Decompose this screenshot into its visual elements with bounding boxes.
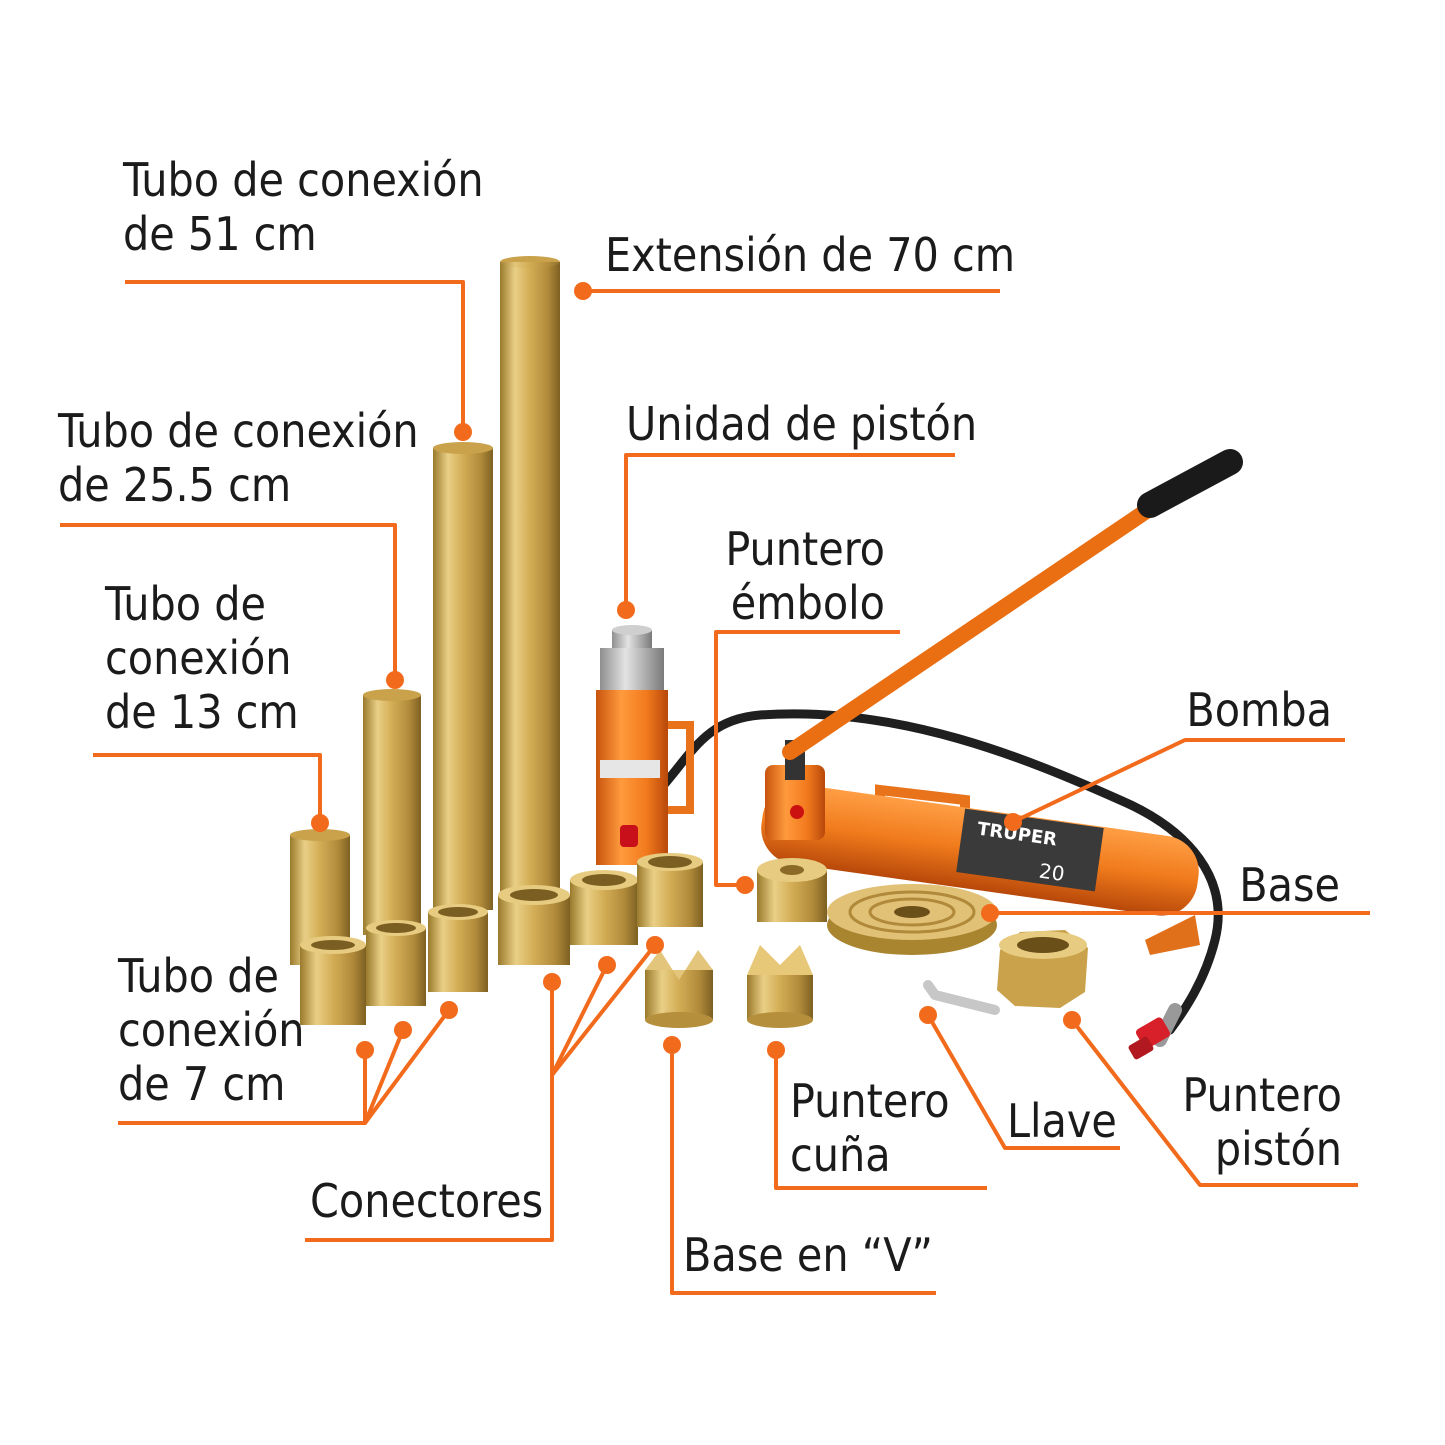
leader-puntero-cuna [774, 1050, 987, 1190]
label-extension-70: Extensión de 70 cm [605, 228, 1016, 282]
leader-unidad-piston [624, 453, 955, 610]
connector-2 [570, 870, 638, 945]
leader-lines [60, 280, 1370, 1295]
base-plate [827, 884, 997, 955]
label-tubo-25-5: Tubo de conexión de 25.5 cm [58, 404, 419, 512]
pump-capacity: 20 [1038, 859, 1067, 886]
leader-tubo-51 [125, 280, 465, 433]
tube-25-5cm [363, 689, 421, 935]
leader-dots [311, 282, 1081, 1059]
leader-puntero-piston [1070, 1018, 1358, 1187]
label-base-v: Base en “V” [683, 1228, 933, 1282]
label-unidad-piston: Unidad de pistón [626, 397, 978, 451]
tube-51cm [433, 442, 493, 910]
label-base: Base [1239, 858, 1340, 912]
leader-tubo-25-5 [60, 523, 397, 680]
hydraulic-hose [645, 709, 1223, 1035]
label-tubo-7: Tubo de conexión de 7 cm [118, 949, 305, 1111]
leader-puntero-embolo [714, 630, 900, 887]
leader-conectores [305, 982, 554, 1242]
extension-70cm [500, 256, 560, 902]
label-puntero-embolo: Puntero émbolo [725, 522, 885, 630]
leader-bomba [1012, 738, 1345, 824]
plunger-point [757, 858, 827, 922]
piston-unit [596, 625, 694, 865]
leader-llave [926, 1013, 1120, 1150]
leader-tubo-13 [93, 753, 322, 823]
leader-base-v [670, 1045, 936, 1295]
hose-coupler [1128, 1017, 1171, 1060]
piston-point [997, 930, 1088, 1008]
v-base [645, 950, 713, 1028]
tube-7cm-2 [366, 920, 426, 1006]
pump-lever [782, 449, 1243, 760]
label-tubo-51: Tubo de conexión de 51 cm [123, 153, 484, 261]
connector-3 [637, 853, 703, 927]
wedge-point [747, 945, 813, 1028]
label-conectores: Conectores [310, 1174, 544, 1228]
wrench [923, 980, 1000, 1015]
label-puntero-piston: Puntero pistón [1182, 1068, 1342, 1176]
connector-1 [498, 885, 570, 965]
label-tubo-13: Tubo de conexión de 13 cm [105, 577, 299, 739]
label-llave: Llave [1007, 1094, 1117, 1148]
tube-7cm-1 [300, 936, 366, 1025]
tube-7cm-3 [428, 904, 488, 992]
label-bomba: Bomba [1186, 683, 1332, 737]
pump-body: TRUPER 20 [761, 740, 1200, 955]
label-puntero-cuna: Puntero cuña [790, 1074, 950, 1182]
